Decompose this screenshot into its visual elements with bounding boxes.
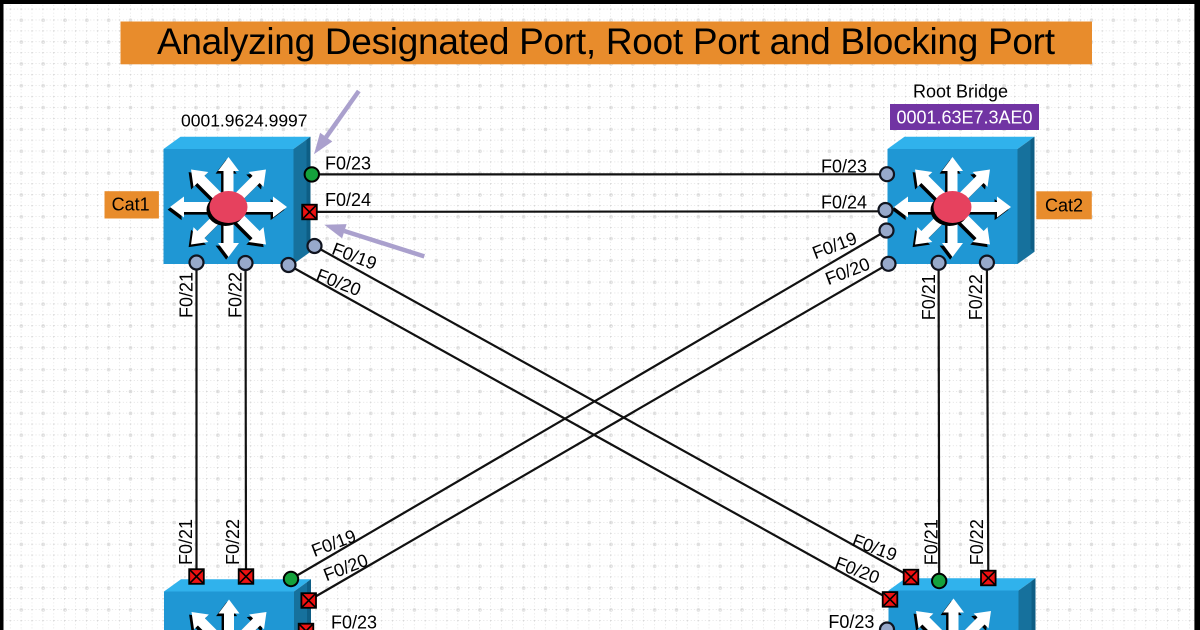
svg-text:F0/23: F0/23 <box>828 612 874 630</box>
svg-text:F0/21: F0/21 <box>177 272 197 318</box>
svg-text:Root Bridge: Root Bridge <box>913 81 1008 101</box>
svg-text:F0/22: F0/22 <box>226 272 246 318</box>
svg-text:Cat1: Cat1 <box>112 195 150 215</box>
svg-text:F0/23: F0/23 <box>331 613 377 630</box>
svg-text:F0/21: F0/21 <box>922 519 942 565</box>
svg-text:0001.9624.9997: 0001.9624.9997 <box>181 110 308 130</box>
svg-text:Analyzing Designated Port, Roo: Analyzing Designated Port, Root Port and… <box>157 21 1056 62</box>
svg-text:Cat2: Cat2 <box>1045 196 1083 216</box>
svg-text:F0/22: F0/22 <box>967 519 987 565</box>
svg-text:0001.63E7.3AE0: 0001.63E7.3AE0 <box>896 108 1032 128</box>
svg-text:F0/24: F0/24 <box>821 192 867 212</box>
svg-text:F0/22: F0/22 <box>223 519 243 565</box>
svg-text:F0/21: F0/21 <box>919 274 939 320</box>
svg-text:F0/23: F0/23 <box>325 154 371 174</box>
svg-text:F0/22: F0/22 <box>966 274 986 320</box>
svg-text:F0/24: F0/24 <box>325 190 371 210</box>
svg-text:F0/21: F0/21 <box>176 519 196 565</box>
svg-text:F0/23: F0/23 <box>821 156 867 176</box>
